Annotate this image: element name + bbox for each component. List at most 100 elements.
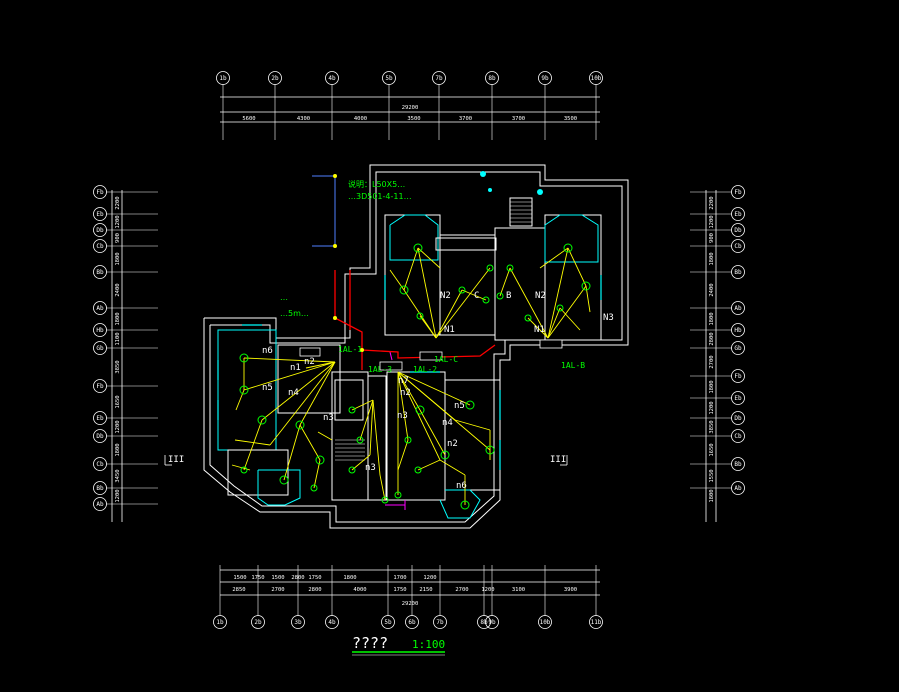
left-axis-bubble: Fb	[93, 379, 107, 393]
top-axis-bubble-label: 8b	[488, 75, 496, 82]
circuit-n3-core: n3	[365, 463, 376, 473]
top-axis-bubble: 1b	[216, 71, 230, 85]
left-dim: 1800	[115, 443, 121, 456]
right-axis-bubble-label: Db	[734, 227, 742, 234]
circuit-n5-left: n5	[262, 383, 273, 393]
bottom-axis-bubble-label: 3b	[294, 619, 302, 626]
right-dim: 2400	[709, 283, 715, 296]
left-axis-bubble: Eb	[93, 207, 107, 221]
bottom-dim-row1: 1750	[251, 575, 264, 581]
section-marks	[164, 455, 568, 466]
circuit-N3: N3	[603, 313, 614, 323]
bottom-dim-row1: 1750	[308, 575, 321, 581]
left-axis-bubble: Db	[93, 223, 107, 237]
left-axis-bubble: Gb	[93, 341, 107, 355]
circuit-n3-center: n3	[397, 411, 408, 421]
top-dim-segment: 3500	[564, 116, 577, 122]
right-axis-bubble-label: Ab	[734, 305, 742, 312]
right-axis-bubble: Db	[731, 411, 745, 425]
right-axis-bubble-label: Ab	[734, 485, 742, 492]
bottom-axis-bubble-label: 8b	[480, 619, 488, 626]
right-axis-bubble: Eb	[731, 391, 745, 405]
right-dim: 1800	[709, 252, 715, 265]
right-axis-bubble: Fb	[731, 185, 745, 199]
left-axis-bubble: Bb	[93, 481, 107, 495]
left-axis-bubble-label: Db	[96, 227, 104, 234]
circuit-n2-left: n2	[304, 357, 315, 367]
top-total-dim: 29200	[402, 105, 419, 111]
left-dim: 1200	[115, 215, 121, 228]
top-dim-segment: 3700	[459, 116, 472, 122]
bottom-total-dim: 29200	[402, 601, 419, 607]
bottom-dim-row1: 2800	[291, 575, 304, 581]
left-axis-bubble-label: Cb	[96, 461, 104, 468]
bottom-dim-row2: 1750	[393, 587, 406, 593]
right-dim: 1800	[709, 312, 715, 325]
left-dim: 2200	[115, 196, 121, 209]
right-dim: 2200	[709, 196, 715, 209]
bottom-axis-bubble: 2b	[251, 615, 265, 629]
bottom-axis-bubble-label: 6b	[408, 619, 416, 626]
note-left-line2: …5m…	[280, 309, 309, 318]
note-left-line1: …	[280, 293, 288, 302]
right-axis-bubble: Ab	[731, 481, 745, 495]
top-axis-bubble-label: 7b	[435, 75, 443, 82]
right-axis-bubble: Bb	[731, 457, 745, 471]
bottom-dim-row1: 1500	[233, 575, 246, 581]
bottom-axis-bubble: 7b	[433, 615, 447, 629]
left-axis-bubble-label: Fb	[96, 383, 104, 390]
left-dim: 900	[115, 233, 121, 243]
right-axis-bubble: Eb	[731, 207, 745, 221]
circuit-N2-c: N2	[440, 291, 451, 301]
light-fixtures	[239, 243, 591, 510]
top-axis-bubble: 5b	[382, 71, 396, 85]
left-dim: 3450	[115, 469, 121, 482]
right-axis-bubble: Bb	[731, 265, 745, 279]
left-axis-bubble: Fb	[93, 185, 107, 199]
bottom-axis-bubble-label: 2b	[254, 619, 262, 626]
bottom-dim-row1: 1800	[343, 575, 356, 581]
bottom-axis-bubble: 3b	[291, 615, 305, 629]
top-axis-bubble: 8b	[485, 71, 499, 85]
bath-lines	[385, 351, 406, 510]
left-axis-group	[111, 190, 123, 522]
drawing-scale: 1:100	[412, 638, 445, 651]
panel-label-1al-b: 1AL-B	[561, 361, 585, 370]
bottom-dim-row2: 3100	[512, 587, 525, 593]
bottom-axis-bubble: 11b	[589, 615, 603, 629]
bottom-dim-row2: 2800	[308, 587, 321, 593]
left-dim: 1100	[115, 332, 121, 345]
bottom-axis-bubble-label: 10b	[540, 619, 551, 626]
bottom-axis-bubble: 10b	[538, 615, 552, 629]
panel-label-1al-c: 1AL-C	[434, 355, 458, 364]
top-axis-bubble-label: 4b	[328, 75, 336, 82]
right-axis-group	[705, 190, 717, 522]
bottom-axis-bubble-label: 4b	[328, 619, 336, 626]
right-axis-bubble: Gb	[731, 341, 745, 355]
windows	[217, 275, 602, 470]
top-axis-bubble-label: 5b	[385, 75, 393, 82]
room-letter-b: B	[506, 291, 511, 301]
top-axis-bubble: 10b	[589, 71, 603, 85]
top-dim-segment: 3700	[512, 116, 525, 122]
bottom-axis-bubble: 1b	[213, 615, 227, 629]
circuit-N1-b: N1	[534, 325, 545, 335]
left-axis-bubble-label: Ab	[96, 501, 104, 508]
left-axis-bubble-label: Bb	[96, 269, 104, 276]
top-dim-segment: 3500	[407, 116, 420, 122]
bottom-dim-row2: 2700	[271, 587, 284, 593]
left-dim: 3850	[115, 360, 121, 373]
grounding-line	[312, 175, 336, 247]
bottom-dim-row1: 1700	[393, 575, 406, 581]
note-top-line2: …3D501-4-11…	[348, 192, 412, 201]
right-dim: 1200	[709, 401, 715, 414]
left-dim: 1650	[115, 395, 121, 408]
distribution-panels	[299, 339, 563, 371]
right-axis-bubble-label: Bb	[734, 461, 742, 468]
top-axis-bubble-label: 10b	[591, 75, 602, 82]
right-axis-bubble-label: Fb	[734, 189, 742, 196]
right-axis-bubble: Db	[731, 223, 745, 237]
bottom-dim-row2: 4000	[353, 587, 366, 593]
bottom-axis-bubble-label: 1b	[216, 619, 224, 626]
